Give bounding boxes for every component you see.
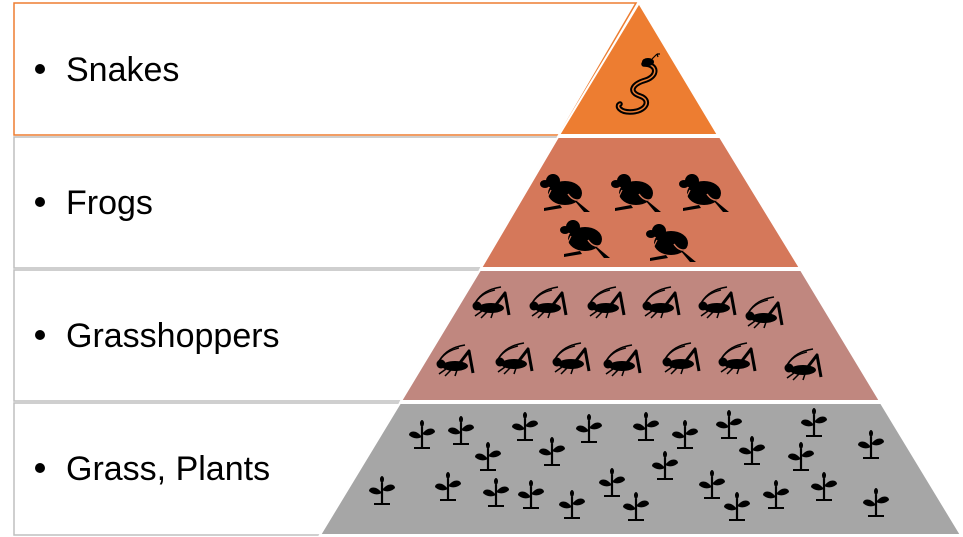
level-label-snakes: Snakes [66, 51, 179, 89]
level-box-frogs: Frogs [13, 136, 560, 269]
level-label-grass-plants: Grass, Plants [66, 450, 270, 488]
bullet-dot [35, 330, 45, 340]
level-box-grass-plants: Grass, Plants [13, 402, 402, 536]
pyramid-tier-grasshoppers [399, 269, 882, 402]
pyramid-tier-snakes [557, 1, 720, 136]
level-label-frogs: Frogs [66, 184, 153, 222]
bullet-dot [35, 463, 45, 473]
level-box-snakes: Snakes [13, 2, 638, 136]
pyramid-tier-grass-plants [318, 402, 963, 536]
bullet-dot [35, 197, 45, 207]
bullet-dot [35, 64, 45, 74]
level-label-grasshoppers: Grasshoppers [66, 317, 280, 355]
level-box-grasshoppers: Grasshoppers [13, 269, 482, 402]
